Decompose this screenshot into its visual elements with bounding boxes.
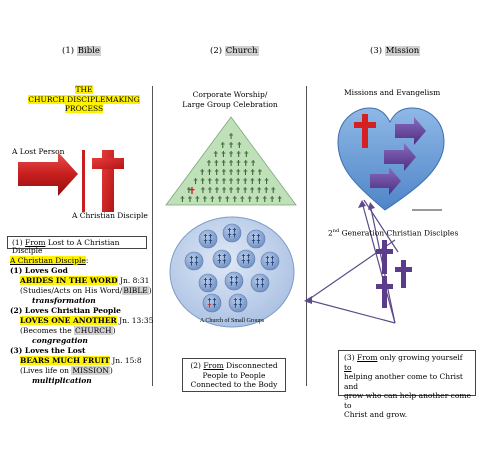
divider-bar [82, 150, 85, 212]
purple-cross-icon [376, 240, 393, 274]
small-group-circle [184, 251, 204, 271]
small-group-circle [198, 273, 218, 293]
purple-cross-icon [395, 260, 412, 288]
lost-to-disciple-graphic [18, 150, 124, 212]
list-item-emphasis: multiplication [32, 376, 92, 385]
step-1-box: (1) From Lost to A Christian Disciple [7, 236, 147, 255]
purple-arrow-icon [384, 143, 416, 171]
step-2-box: (2) From Disconnected People to People C… [182, 358, 286, 392]
red-cross-icon [354, 114, 376, 148]
small-groups-circle: A Church of Small Groups [169, 216, 295, 328]
small-groups-label: A Church of Small Groups [200, 317, 265, 324]
small-group-circle [212, 249, 232, 269]
disciple-list: A Christian Disciple: (1) Loves God ABID… [10, 256, 155, 386]
worship-label: Corporate Worship/ Large Group Celebrati… [182, 90, 278, 109]
small-cross-icons [180, 133, 282, 202]
red-arrow-icon [18, 152, 78, 196]
small-group-circle [236, 249, 256, 269]
list-item-emphasis: congregation [32, 336, 88, 345]
small-group-circle [222, 223, 242, 243]
list-item-emphasis: transformation [32, 296, 96, 305]
disciple-list-heading: A Christian Disciple: [10, 256, 89, 265]
list-item-verse: ABIDES IN THE WORD Jn. 8:31 [20, 276, 150, 285]
second-generation-label: 2nd Generation Christian Disciples [328, 228, 459, 238]
purple-arrow-icon [370, 167, 401, 195]
list-item-verse: LOVES ONE ANOTHER Jn. 13:35 [20, 316, 154, 325]
small-group-circle [246, 229, 266, 249]
small-group-circle [202, 293, 222, 313]
red-small-cross-icon [189, 187, 195, 194]
column-header-bible: (1) Bible [62, 46, 101, 56]
column-divider-left [152, 86, 153, 386]
column-header-church: (2) Church [210, 46, 259, 56]
small-group-circle [198, 229, 218, 249]
list-item-title: (3) Loves the Lost [10, 346, 86, 355]
small-group-circle [260, 251, 280, 271]
process-title: THE CHURCH DISCIPLEMAKING PROCESS [28, 85, 140, 113]
mission-graphic [304, 107, 445, 324]
missions-title: Missions and Evangelism [344, 88, 441, 97]
list-item-verse: BEARS MUCH FRUIT Jn. 15:8 [20, 356, 142, 365]
purple-arrow-icon [395, 117, 426, 145]
large-group-triangle [165, 116, 297, 206]
small-group-circle [250, 273, 270, 293]
christian-disciple-label: A Christian Disciple [72, 211, 148, 220]
column-divider-right [306, 86, 307, 386]
purple-cross-icon [376, 276, 393, 308]
step-3-box: (3) From only growing yourself to helpin… [338, 350, 476, 419]
small-group-circles [184, 223, 280, 313]
small-group-circle [224, 271, 244, 291]
column-header-mission: (3) Mission [370, 46, 421, 56]
lost-person-label: A Lost Person [12, 147, 65, 156]
small-group-circle [228, 293, 248, 313]
red-cross-icon [92, 150, 124, 212]
list-item-sub: (Studies/Acts on His Word/BIBLE) [20, 286, 152, 295]
list-item-title: (1) Loves God [10, 266, 68, 275]
list-item-sub: (Lives life on MISSION) [20, 366, 113, 375]
list-item-title: (2) Loves Christian People [10, 306, 121, 315]
list-item-sub: (Becomes the CHURCH) [20, 326, 116, 335]
